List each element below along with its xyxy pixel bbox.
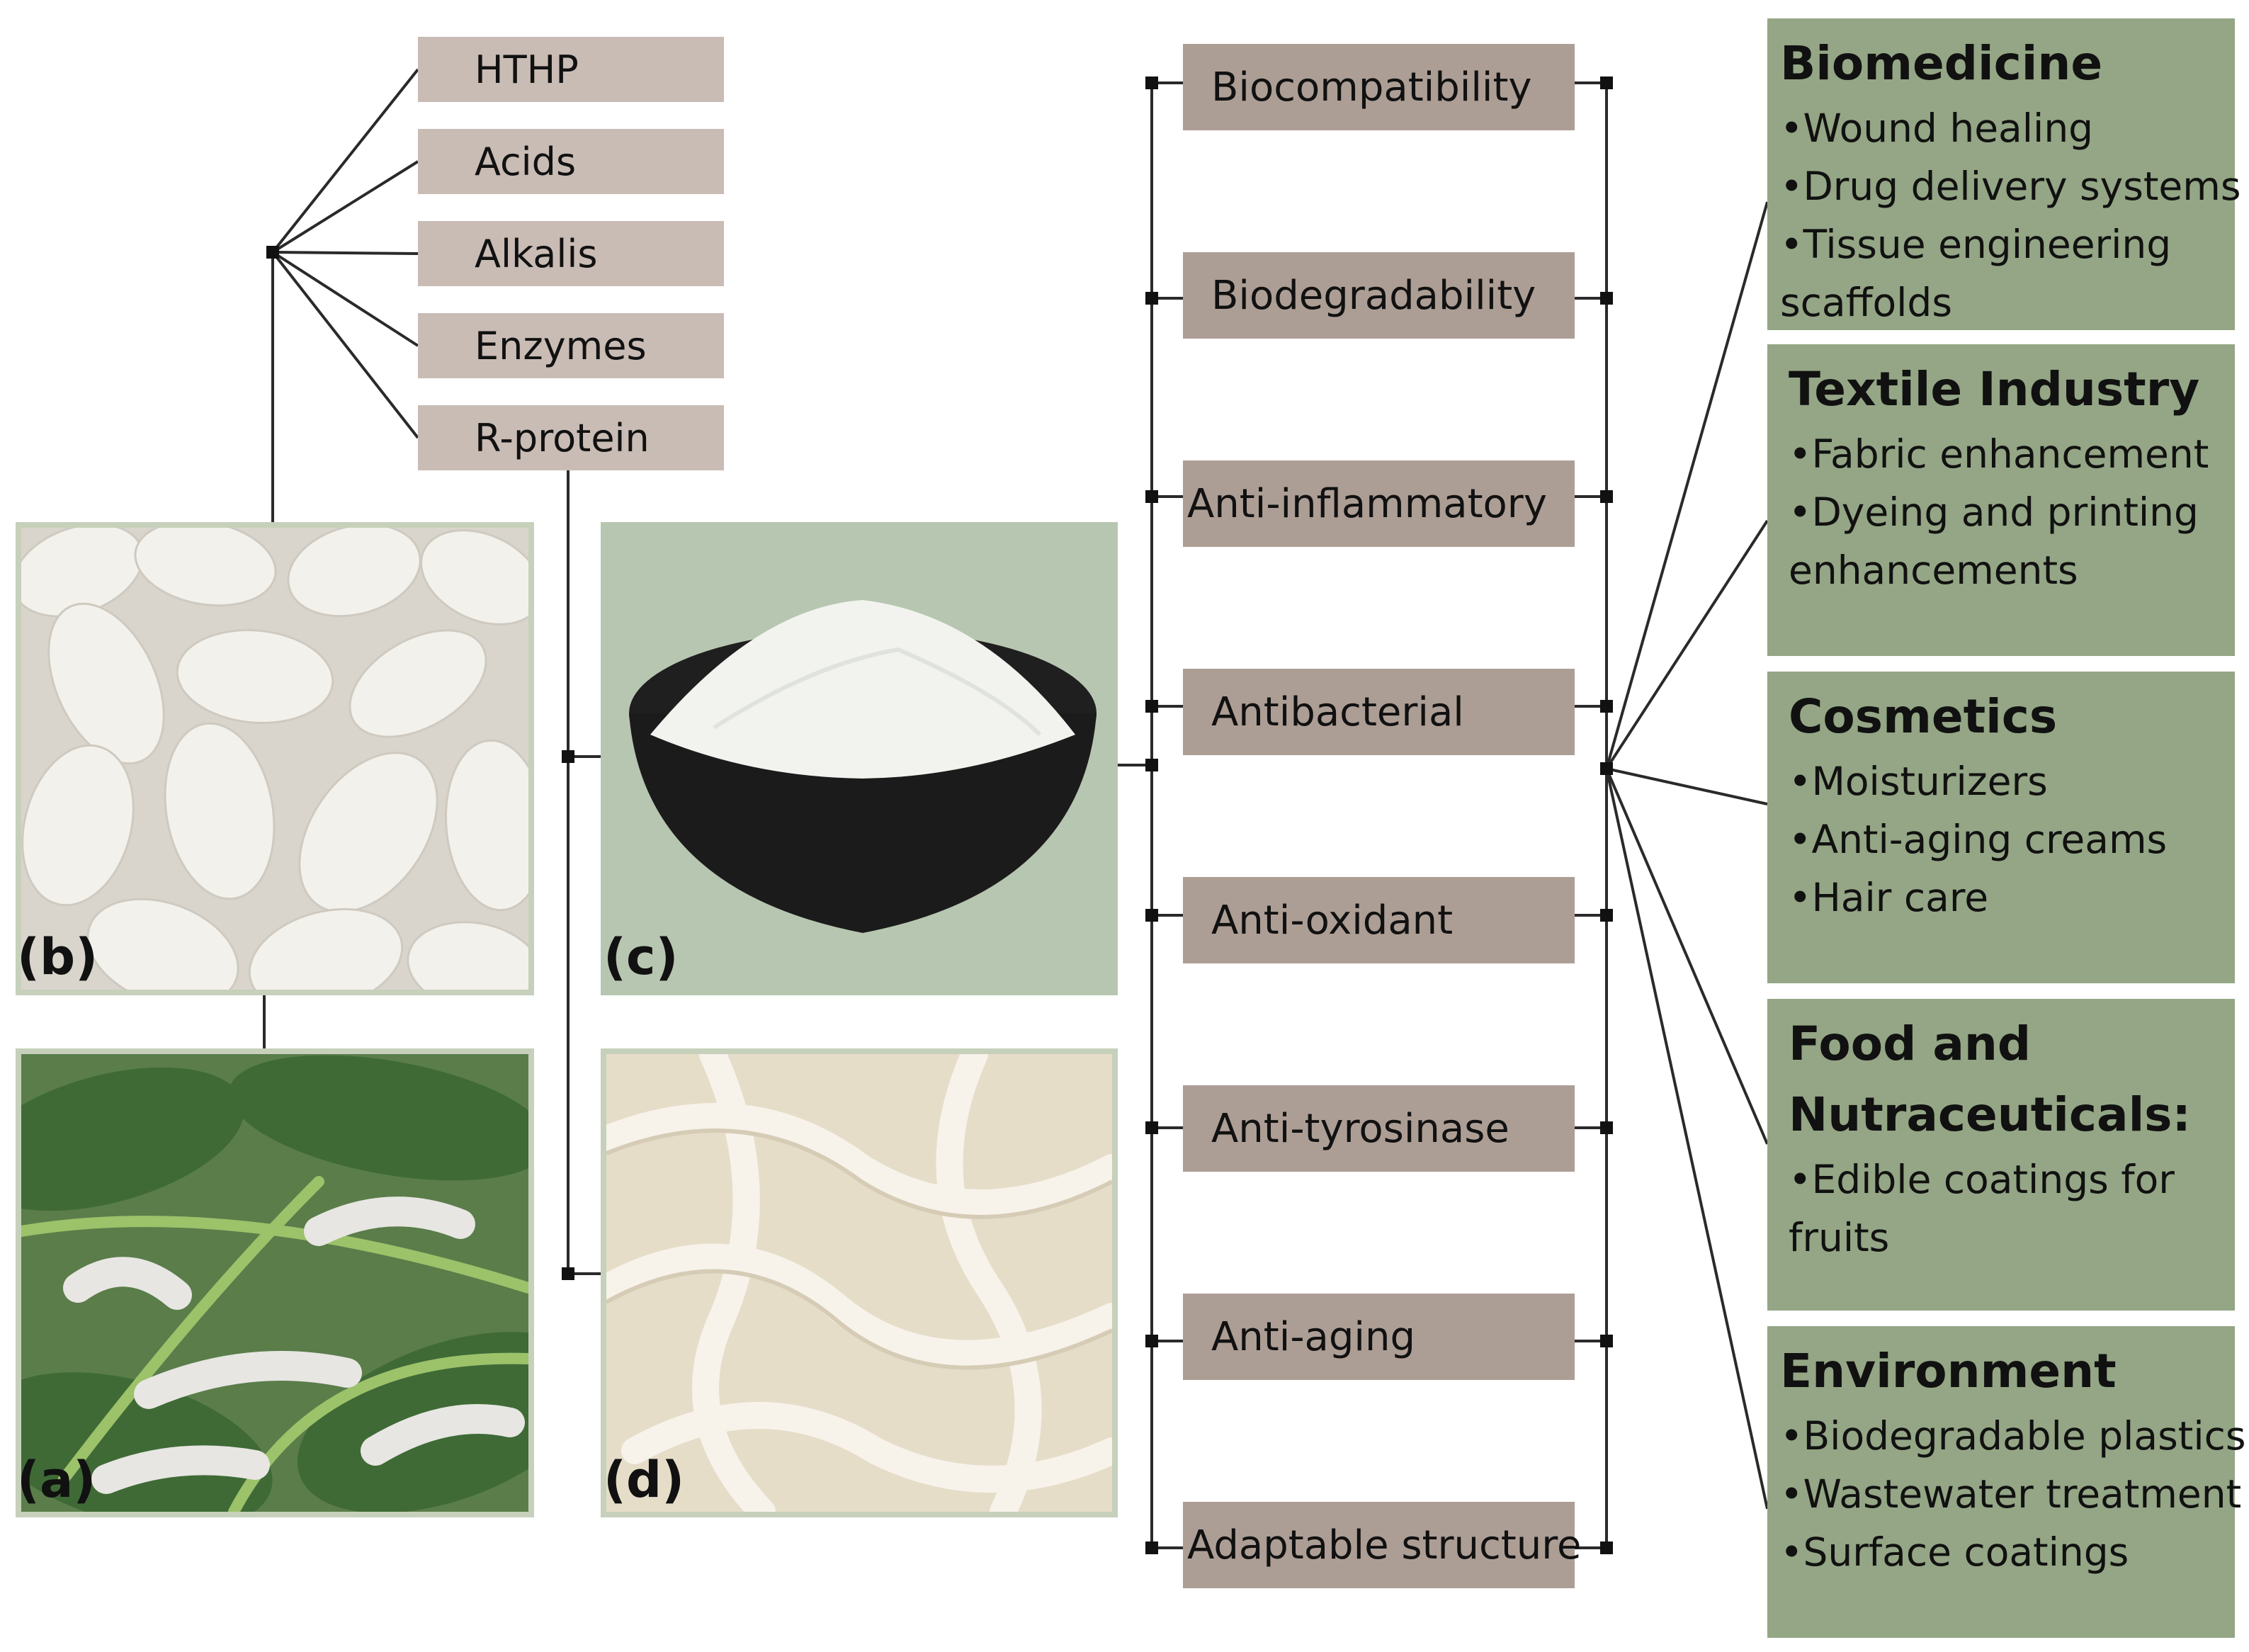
property-label: Anti-oxidant (1211, 897, 1454, 944)
application-biomedicine: Biomedicine •Wound healing •Drug deliver… (1767, 18, 2241, 330)
application-title: Biomedicine (1780, 36, 2103, 91)
silkworms-illustration (21, 1054, 528, 1512)
property-biocompatibility: Biocompatibility (1183, 44, 1575, 130)
application-item: fruits (1789, 1215, 1890, 1260)
application-item: scaffolds (1780, 280, 1952, 325)
property-label: Adaptable structure (1187, 1522, 1582, 1568)
property-label: Biodegradability (1211, 272, 1536, 319)
extraction-hthp: HTHP (418, 37, 724, 102)
extraction-label: Enzymes (475, 323, 647, 368)
photo-silk-fibers (601, 1048, 1118, 1517)
panel-label-a: (a) (17, 1451, 96, 1509)
cocoons-illustration (21, 528, 528, 990)
application-food-nutraceuticals: Food and Nutraceuticals: •Edible coating… (1767, 999, 2235, 1311)
property-anti-tyrosinase: Anti-tyrosinase (1183, 1085, 1575, 1172)
application-title: Cosmetics (1789, 689, 2058, 744)
application-environment: Environment •Biodegradable plastics •Was… (1767, 1326, 2246, 1638)
extraction-acids: Acids (418, 129, 724, 194)
property-anti-inflammatory: Anti-inflammatory (1183, 460, 1575, 547)
panel-label-b: (b) (17, 928, 98, 986)
powder-bowl-illustration (629, 600, 1097, 933)
property-label: Anti-inflammatory (1187, 480, 1547, 527)
application-item: •Moisturizers (1789, 759, 2048, 804)
application-title: Food and (1789, 1017, 2032, 1071)
panel-label-c: (c) (604, 928, 679, 986)
property-label: Anti-aging (1211, 1313, 1415, 1360)
application-item: •Surface coatings (1780, 1529, 2129, 1575)
application-item: •Drug delivery systems (1780, 164, 2241, 209)
panel-label-d: (d) (604, 1451, 685, 1509)
photo-powder (601, 522, 1118, 995)
application-item: •Wastewater treatment (1780, 1471, 2242, 1517)
application-textile-industry: Textile Industry •Fabric enhancement •Dy… (1767, 344, 2235, 656)
photo-cocoons (16, 522, 534, 995)
photo-silkworms (16, 1048, 534, 1517)
application-item: •Hair care (1789, 875, 1989, 920)
extraction-alkalis: Alkalis (418, 221, 724, 286)
property-label: Anti-tyrosinase (1211, 1105, 1509, 1152)
property-antibacterial: Antibacterial (1183, 669, 1575, 755)
property-biodegradability: Biodegradability (1183, 252, 1575, 339)
application-title: Textile Industry (1789, 362, 2200, 417)
extraction-label: Acids (475, 139, 577, 184)
application-item: •Biodegradable plastics (1780, 1413, 2246, 1459)
extraction-label: R-protein (475, 415, 650, 460)
application-title-line2: Nutraceuticals: (1789, 1087, 2191, 1142)
property-adaptable-structure: Adaptable structure (1183, 1502, 1582, 1588)
application-item: •Anti-aging creams (1789, 817, 2168, 862)
property-label: Antibacterial (1211, 689, 1464, 735)
application-item: •Tissue engineering (1780, 222, 2172, 267)
application-item: •Fabric enhancement (1789, 431, 2209, 477)
property-label: Biocompatibility (1211, 64, 1532, 111)
application-title: Environment (1780, 1344, 2117, 1398)
extraction-label: Alkalis (475, 231, 598, 276)
application-item: •Dyeing and printing (1789, 490, 2199, 535)
extraction-r-protein: R-protein (418, 405, 724, 470)
extraction-enzymes: Enzymes (418, 313, 724, 378)
property-anti-aging: Anti-aging (1183, 1294, 1575, 1380)
application-item: enhancements (1789, 548, 2078, 593)
extraction-label: HTHP (475, 47, 579, 92)
silk-fibers-illustration (606, 1054, 1112, 1512)
application-cosmetics: Cosmetics •Moisturizers •Anti-aging crea… (1767, 672, 2235, 983)
property-anti-oxidant: Anti-oxidant (1183, 877, 1575, 963)
application-item: •Edible coatings for (1789, 1157, 2175, 1202)
application-item: •Wound healing (1780, 106, 2094, 151)
